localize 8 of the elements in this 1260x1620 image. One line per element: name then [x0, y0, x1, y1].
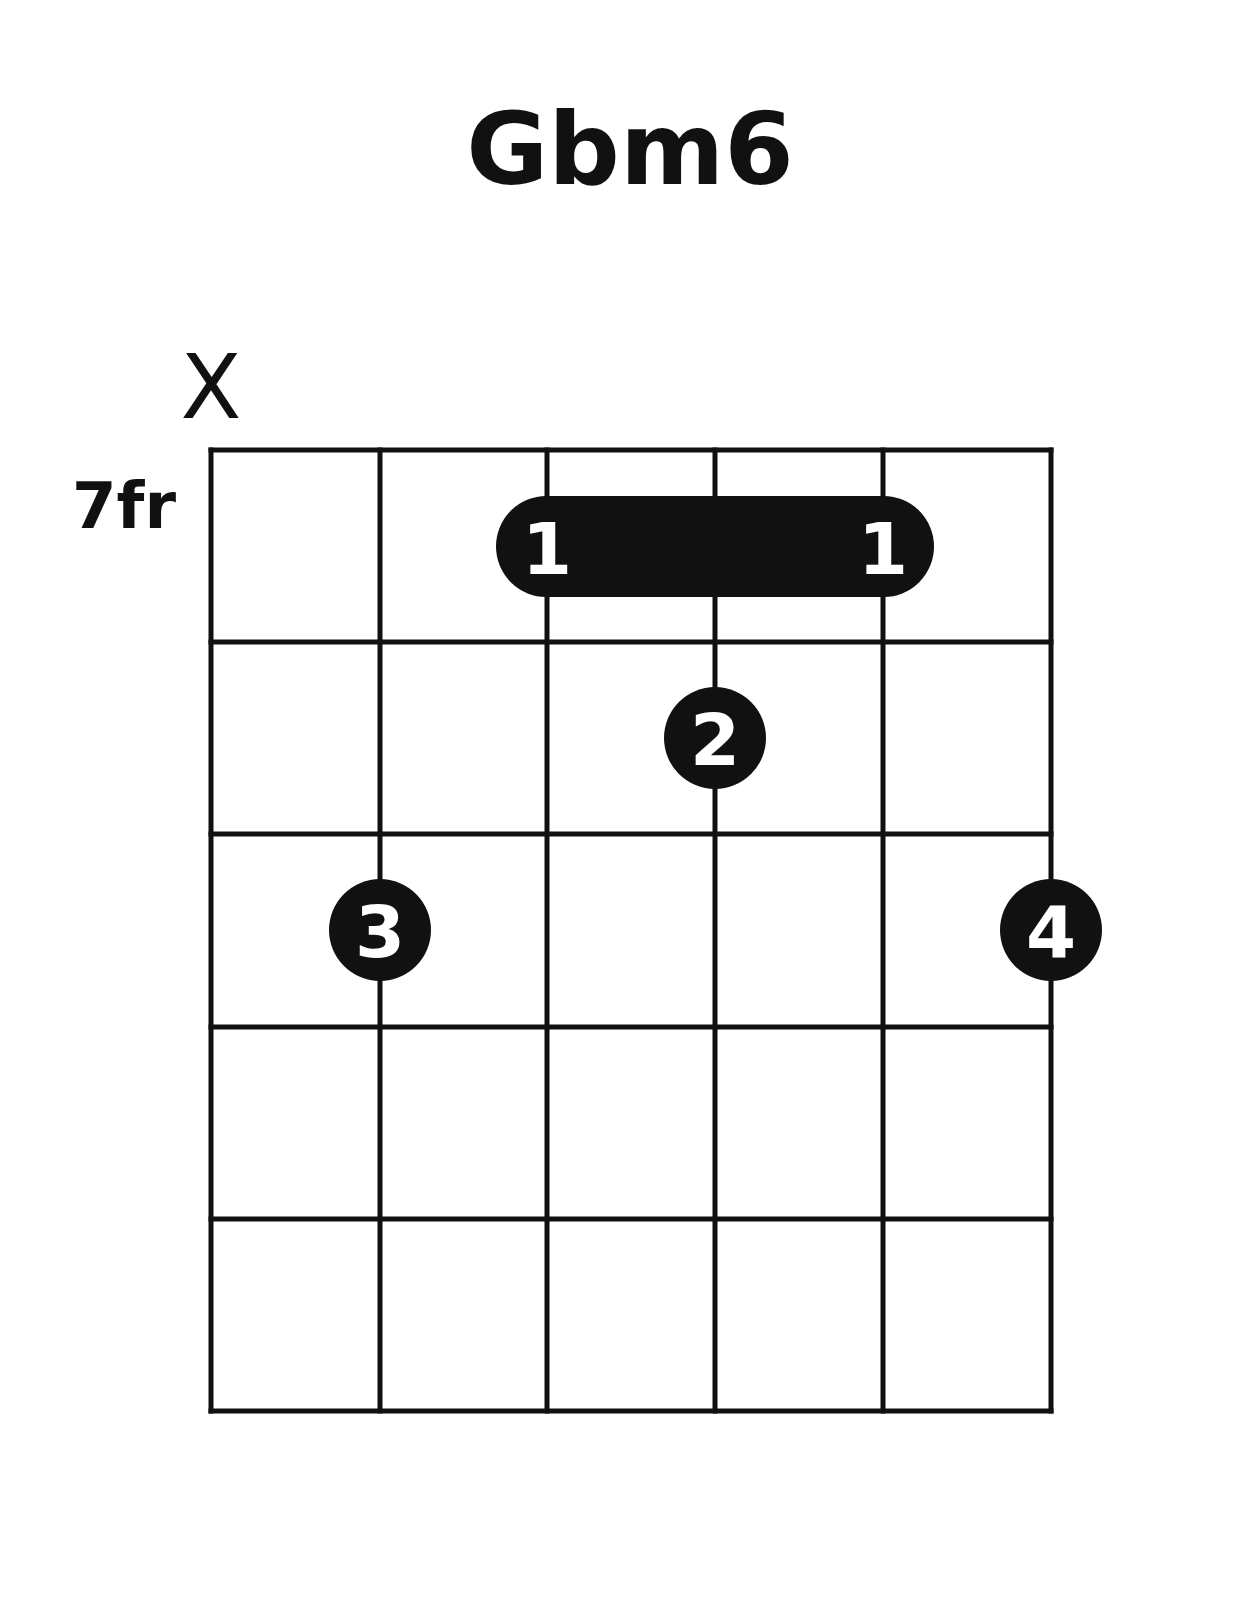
finger-number: 1 — [521, 512, 573, 585]
finger-number: 2 — [689, 704, 741, 777]
finger-number: 4 — [1025, 896, 1077, 969]
muted-string-label: X — [180, 343, 242, 432]
finger-number: 3 — [354, 896, 406, 969]
chord-title: Gbm6 — [466, 100, 794, 200]
fret-number-label: 7fr — [72, 474, 176, 538]
finger-number: 1 — [857, 512, 909, 585]
